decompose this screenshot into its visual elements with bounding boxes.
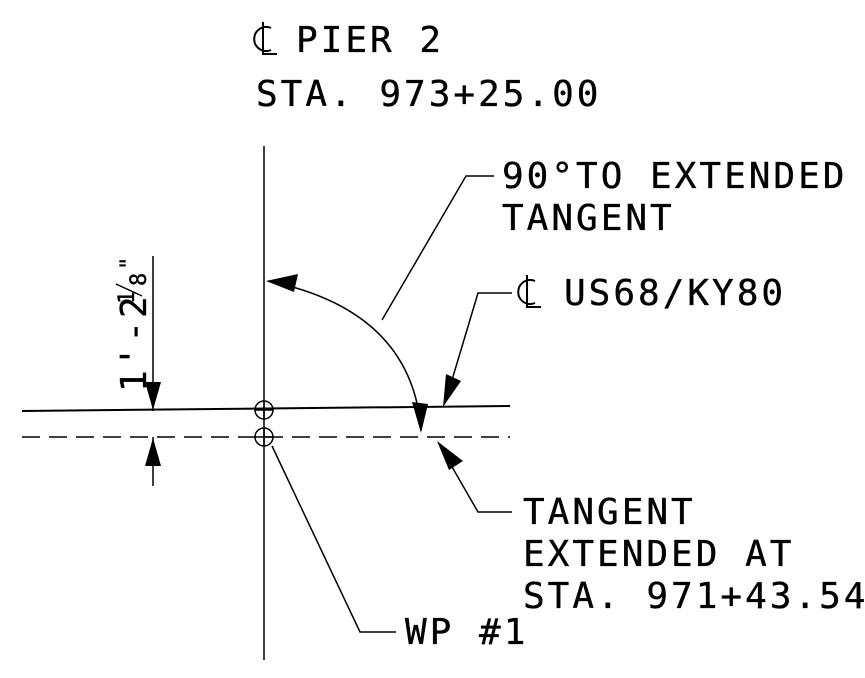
pier-centerline-title: PIER 2 STA. 973+25.00 [253,20,601,115]
work-point-label: WP #1 [405,612,528,653]
angle-note-line2: TANGENT [502,198,675,239]
pier-label: PIER 2 [296,20,444,61]
offset-dimension-text: 1'-2 1 8 " [114,257,155,393]
roadway-centerline-label: US68/KY80 [564,273,786,314]
work-point-callout: WP #1 [271,445,528,653]
tangent-note-line2: EXTENDED AT [523,534,794,575]
offset-dimension: 1'-2 1 8 " [114,256,161,486]
work-point-upper [254,400,274,420]
svg-text:": " [117,257,142,270]
svg-text:8: 8 [127,273,152,286]
roadway-centerline-line [21,405,511,412]
roadway-centerline-callout: US68/KY80 [443,273,786,407]
centerline-symbol-icon [517,274,542,308]
roadway-leader-arrow [443,374,461,407]
pier-station: STA. 973+25.00 [256,74,601,115]
svg-text:1'-2: 1'-2 [114,293,155,392]
centerline-symbol-icon [253,21,278,55]
dimension-arrow-upper [145,382,161,410]
work-point-lower [254,427,274,447]
angle-note-line1: 90°TO EXTENDED [502,156,847,197]
dimension-arrow-lower [145,438,161,466]
tangent-extended-callout: TANGENT EXTENDED AT STA. 971+43.54 [437,441,865,617]
tangent-leader-arrow [437,441,463,470]
tangent-note-line3: STA. 971+43.54 [523,576,865,617]
right-angle-arc [266,274,428,433]
tangent-note-line1: TANGENT [523,492,696,533]
svg-text:1: 1 [115,291,140,304]
angle-note-leader [381,175,494,321]
